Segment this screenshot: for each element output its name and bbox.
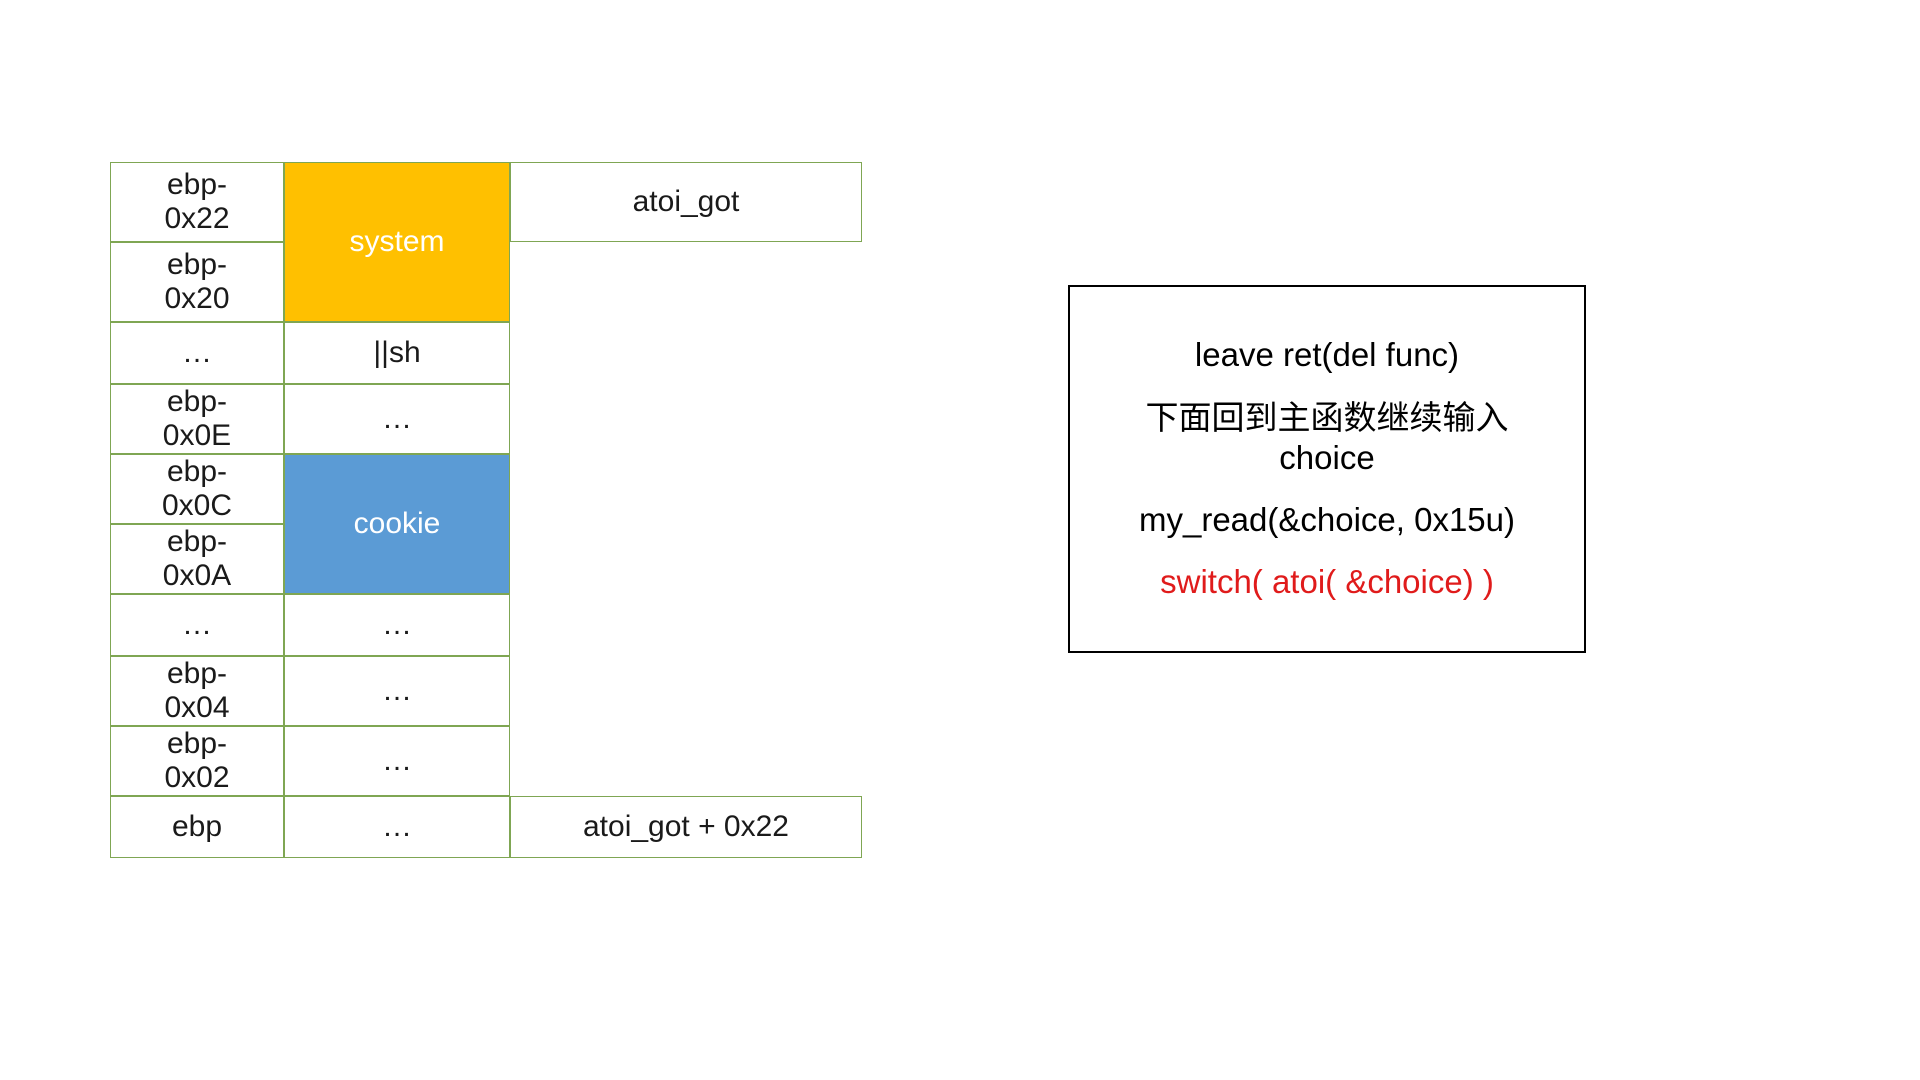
stack-address-label: … (182, 608, 212, 642)
stack-value-label: … (382, 810, 412, 844)
note-box: leave ret(del func) 下面回到主函数继续输入 choice m… (1068, 285, 1586, 653)
stack-address-label: … (182, 336, 212, 370)
stack-address-label: ebp- 0x0E (162, 385, 232, 452)
stack-value-cell: ||sh (284, 322, 510, 384)
stack-value-label: … (382, 674, 412, 708)
stack-block-system-label: system (349, 225, 445, 258)
stack-annotation-cell: atoi_got (510, 162, 862, 242)
stack-address-label: ebp- 0x22 (164, 168, 230, 235)
stack-address-cell: ebp- 0x22 (110, 162, 284, 242)
stack-value-cell: … (284, 594, 510, 656)
stack-value-cell: … (284, 656, 510, 726)
stack-address-cell: ebp- 0x04 (110, 656, 284, 726)
stack-address-cell: … (110, 594, 284, 656)
stack-value-cell: … (284, 796, 510, 858)
stack-address-cell: ebp- 0x0E (110, 384, 284, 454)
stack-address-label: ebp- 0x0C (161, 455, 233, 522)
stack-address-cell: ebp- 0x02 (110, 726, 284, 796)
stack-block-cookie-label: cookie (353, 507, 441, 540)
stack-block-cookie: cookie (284, 454, 510, 594)
stack-address-cell: ebp (110, 796, 284, 858)
stack-address-cell: … (110, 322, 284, 384)
stack-annotation-cell: atoi_got + 0x22 (510, 796, 862, 858)
note-line-my-read: my_read(&choice, 0x15u) (1138, 501, 1516, 539)
stack-address-label: ebp- 0x0A (162, 525, 232, 592)
note-line-return-to-main: 下面回到主函数继续输入 choice (1145, 398, 1509, 476)
stack-annotation-label: atoi_got + 0x22 (582, 810, 789, 844)
stack-value-label: … (382, 402, 412, 436)
note-line-leave-ret: leave ret(del func) (1194, 336, 1460, 374)
stack-address-label: ebp- 0x20 (164, 248, 230, 315)
stack-value-cell: … (284, 384, 510, 454)
note-line-switch-atoi: switch( atoi( &choice) ) (1160, 563, 1494, 601)
stack-address-cell: ebp- 0x20 (110, 242, 284, 322)
stack-address-cell: ebp- 0x0A (110, 524, 284, 594)
stack-block-system: system (284, 162, 510, 322)
stack-address-label: ebp (171, 810, 223, 844)
stack-address-label: ebp- 0x02 (164, 727, 230, 794)
stack-value-label: ||sh (373, 336, 421, 370)
stack-address-label: ebp- 0x04 (164, 657, 230, 724)
stack-value-label: … (382, 608, 412, 642)
stack-annotation-label: atoi_got (632, 185, 740, 219)
stack-value-label: … (382, 744, 412, 778)
stack-address-cell: ebp- 0x0C (110, 454, 284, 524)
stack-value-cell: … (284, 726, 510, 796)
